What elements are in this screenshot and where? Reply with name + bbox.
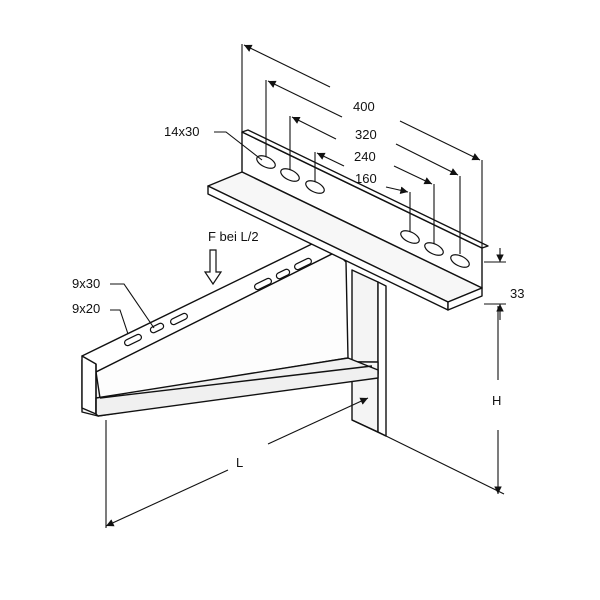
dim-line-L-a (105, 469, 229, 527)
angle-slot-6 (450, 254, 470, 268)
arm-slot-5 (275, 268, 291, 280)
arm-slot-4 (254, 277, 272, 291)
dim-line-160-a (316, 152, 345, 167)
dim-line-L-b (267, 397, 369, 445)
angle-slot-3 (305, 180, 325, 194)
slot-label-14x30: 14x30 (164, 124, 200, 139)
arm-slot-6 (294, 257, 312, 271)
dim-label-H: H (492, 393, 502, 408)
arm-slot-1 (124, 333, 142, 347)
dim-line-320-b (395, 143, 459, 176)
leader-14x30 (214, 131, 263, 161)
slot-label-9x20: 9x20 (72, 301, 101, 316)
dim-line-320-a (267, 80, 343, 118)
dim-line-160-b (385, 186, 409, 195)
dim-label-33: 33 (510, 286, 525, 301)
cantilever-arm (81, 241, 379, 417)
dim-label-240: 240 (354, 149, 376, 164)
arm-slot-2 (149, 322, 165, 334)
angle-slots (256, 155, 470, 268)
dim-line-240-a (291, 116, 337, 140)
load-arrow (203, 249, 223, 286)
dim-label-400: 400 (353, 99, 375, 114)
angle-slot-4 (400, 230, 420, 244)
angle-slot-2 (280, 168, 300, 182)
dim-label-L: L (236, 455, 244, 470)
arm-slots (124, 257, 312, 347)
dim-line-400-a (243, 44, 331, 88)
angle-slot-5 (424, 242, 444, 256)
leader-9x30 (110, 283, 155, 329)
leader-9x20 (110, 309, 129, 335)
arm-slot-3 (170, 312, 188, 326)
load-label: F bei L/2 (208, 229, 259, 244)
dim-label-160: 160 (355, 171, 377, 186)
dim-label-320: 320 (355, 127, 377, 142)
dim-line-240-b (393, 165, 433, 185)
slot-label-9x30: 9x30 (72, 276, 101, 291)
mounting-angle (207, 129, 489, 311)
dim-line-400-b (399, 120, 481, 161)
wall-upright (351, 269, 387, 437)
